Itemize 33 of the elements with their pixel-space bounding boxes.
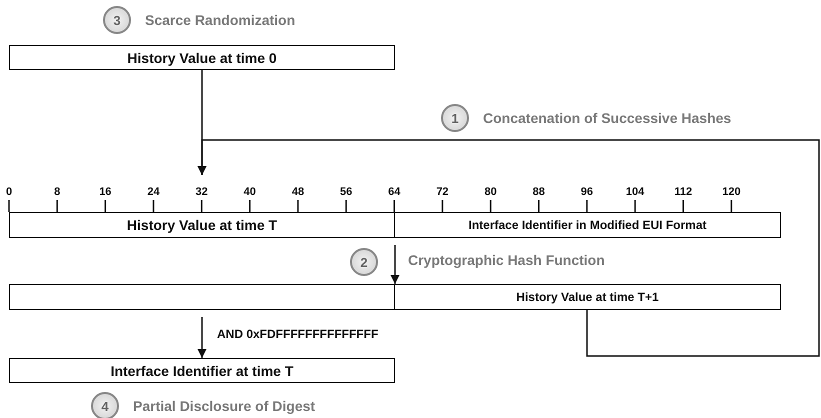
field-box: History Value at time T [9,212,395,238]
bit-offset-label: 24 [147,186,160,198]
step-caption: Partial Disclosure of Digest [133,398,316,414]
bit-offset-label: 16 [99,186,112,198]
bit-offset-label: 112 [674,186,692,198]
step-caption: Scarce Randomization [145,12,296,28]
field-box: History Value at time 0 [9,45,395,70]
bit-offset-label: 80 [484,186,497,198]
step-caption: Concatenation of Successive Hashes [483,110,732,126]
field-box: Interface Identifier in Modified EUI Format [394,212,781,238]
arrow [198,317,206,358]
bit-offset-label: 96 [580,186,594,198]
arrow [198,139,820,357]
field-box: Interface Identifier at time T [9,358,395,383]
step-number-circle: 3 [103,6,131,34]
bit-offset-label: 8 [54,186,60,198]
bit-offset-label: 48 [292,186,304,198]
step-number-circle: 2 [350,248,378,276]
step-number-circle: 4 [91,392,119,418]
arrow [390,245,400,284]
bit-offset-label: 120 [722,186,741,198]
bit-offset-label: 88 [532,186,545,198]
bit-offset-label: 64 [388,186,400,198]
bit-offset-label: 104 [626,186,644,198]
field-box: History Value at time T+1 [394,284,781,310]
bit-offset-label: 40 [244,186,256,198]
step-number-circle: 1 [441,104,469,132]
bit-offset-label: 72 [436,186,449,198]
bit-offset-label: 0 [6,186,12,198]
bit-offset-label: 32 [196,186,208,198]
step-caption: Cryptographic Hash Function [408,252,605,268]
edge-label: AND 0xFDFFFFFFFFFFFFFF [217,326,378,340]
bit-offset-label: 56 [340,186,352,198]
